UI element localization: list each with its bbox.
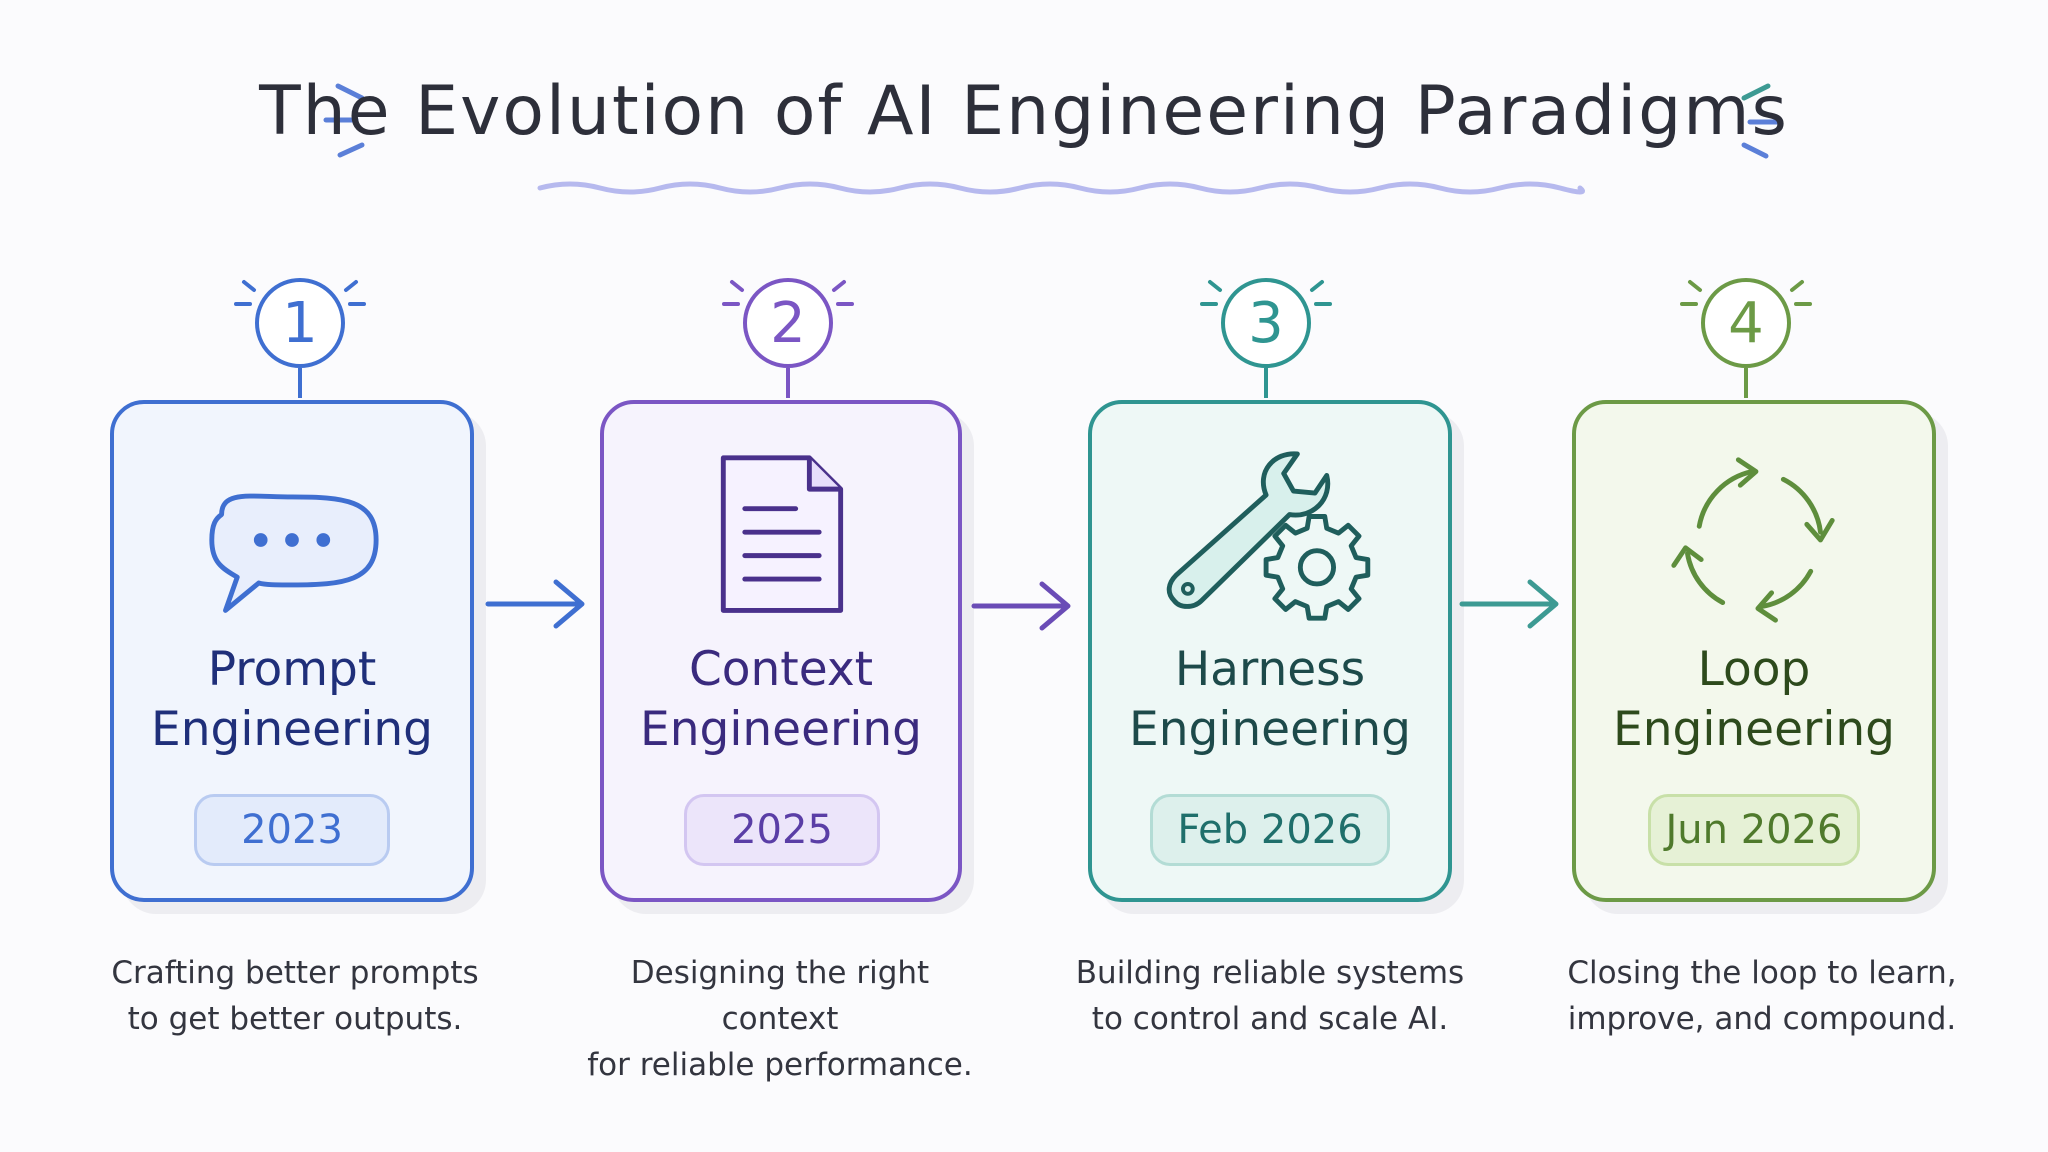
cycle-arrows-icon (1671, 457, 1835, 623)
stage-3-desc-line1: Building reliable systems (1075, 955, 1465, 991)
right-sparkle-icon (1741, 83, 1783, 159)
arrow-3-to-4-icon (1459, 579, 1559, 629)
stage-4-connector (1744, 368, 1748, 398)
stage-2-desc-line2: for reliable performance. (587, 1047, 973, 1083)
stage-3-title-line2: Engineering (1129, 702, 1411, 757)
stage-1-connector (298, 368, 302, 398)
title-area: The Evolution of AI Engineering Paradigm… (0, 0, 2048, 220)
stage-2-year-pill: 2025 (684, 794, 880, 866)
stage-3-desc-line2: to control and scale AI. (1091, 1001, 1449, 1037)
left-sparkle-icon (323, 83, 365, 158)
stage-1-number-badge: 1 (255, 278, 345, 368)
stage-4-card: Loop Engineering Jun 2026 (1572, 400, 1936, 902)
stage-1-description: Crafting better prompts to get better ou… (85, 950, 505, 1042)
stage-4-desc-line1: Closing the loop to learn, (1567, 955, 1957, 991)
speech-bubble-icon (209, 493, 379, 613)
stage-1-title-line1: Prompt (207, 642, 377, 697)
stage-4-year-pill: Jun 2026 (1648, 794, 1860, 866)
stage-3-sparkle-icon (1200, 280, 1332, 306)
stage-2-title-line2: Engineering (640, 702, 922, 757)
stage-3-title-line1: Harness (1174, 642, 1366, 697)
stage-1-desc-line2: to get better outputs. (127, 1001, 463, 1037)
stage-2-title-line1: Context (688, 642, 874, 697)
arrow-1-to-2-icon (485, 579, 585, 629)
stage-2-number-badge: 2 (743, 278, 833, 368)
title-decoration (323, 83, 1783, 195)
stage-1-title-line2: Engineering (151, 702, 433, 757)
document-icon (720, 455, 844, 613)
stage-4-description: Closing the loop to learn, improve, and … (1552, 950, 1972, 1042)
stage-2-description: Designing the right context for reliable… (570, 950, 990, 1088)
stage-1-year-pill: 2023 (194, 794, 390, 866)
stage-4-title-line1: Loop (1697, 642, 1811, 697)
stage-4-sparkle-icon (1680, 280, 1812, 306)
arrow-2-to-3-icon (971, 581, 1071, 631)
stage-3-year-pill: Feb 2026 (1150, 794, 1390, 866)
stage-3-description: Building reliable systems to control and… (1060, 950, 1480, 1042)
stage-4-title-line2: Engineering (1613, 702, 1895, 757)
stage-4-desc-line2: improve, and compound. (1567, 1001, 1957, 1037)
wrench-gear-icon (1166, 451, 1371, 621)
title-underline (537, 181, 1585, 195)
stage-1-card: Prompt Engineering 2023 (110, 400, 474, 902)
stage-2-sparkle-icon (722, 280, 854, 306)
stage-3-connector (1264, 368, 1268, 398)
stage-1-desc-line1: Crafting better prompts (111, 955, 479, 991)
stage-2-card: Context Engineering 2025 (600, 400, 962, 902)
stage-4-number-badge: 4 (1701, 278, 1791, 368)
stage-2-connector (786, 368, 790, 398)
stage-3-card: Harness Engineering Feb 2026 (1088, 400, 1452, 902)
stage-2-desc-line1: Designing the right context (630, 955, 930, 1037)
stage-3-number-badge: 3 (1221, 278, 1311, 368)
page-title: The Evolution of AI Engineering Paradigm… (259, 72, 1789, 151)
stage-1-sparkle-icon (234, 280, 366, 306)
